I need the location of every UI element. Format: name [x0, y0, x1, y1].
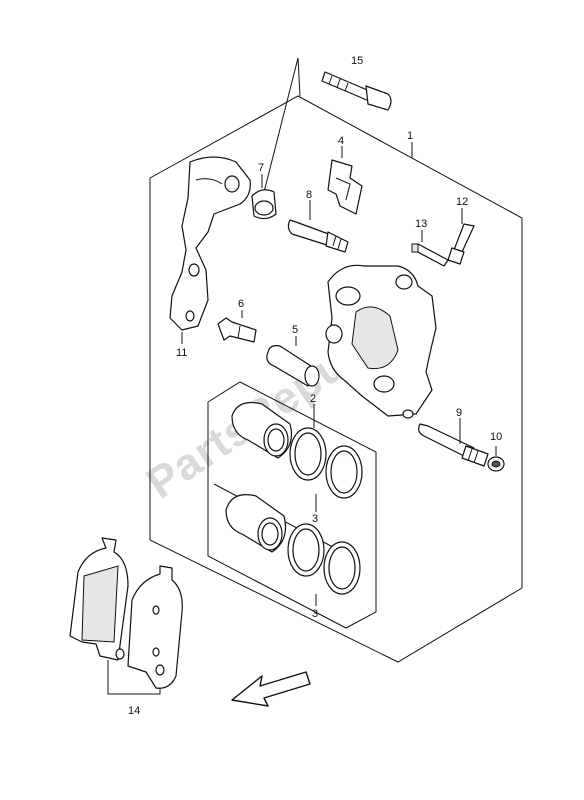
bleeder-12 — [447, 223, 475, 265]
callout-14: 14 — [128, 705, 140, 717]
leader-14 — [107, 660, 161, 695]
callout-8: 8 — [306, 189, 312, 201]
callout-7: 7 — [258, 162, 264, 174]
callout-4: 4 — [338, 135, 344, 147]
seal-lower-b — [323, 541, 361, 595]
callout-3a: 3 — [312, 513, 318, 525]
callout-15: 15 — [351, 55, 363, 67]
spring-plate-4 — [327, 159, 363, 215]
seal-lower-a — [287, 523, 325, 577]
pin-9 — [418, 423, 489, 467]
arrow-front-icon — [231, 671, 311, 707]
piston-upper — [231, 401, 293, 459]
callout-13: 13 — [415, 218, 427, 230]
sleeve-5 — [266, 345, 320, 387]
brake-pad-left — [69, 537, 129, 661]
cap-10 — [487, 456, 505, 472]
callout-9: 9 — [456, 407, 462, 419]
callout-2: 2 — [310, 393, 316, 405]
callout-5: 5 — [292, 324, 298, 336]
piston-lower — [225, 494, 287, 553]
callout-11: 11 — [176, 347, 187, 359]
pin-8 — [287, 219, 349, 253]
seal-upper-a — [289, 427, 327, 481]
callout-10: 10 — [490, 431, 502, 443]
seal-upper-b — [325, 445, 363, 499]
callout-1: 1 — [407, 130, 413, 142]
pin-6 — [217, 317, 257, 343]
seal-kit-frame — [207, 381, 377, 629]
callout-3b: 3 — [312, 608, 318, 620]
bolt-15 — [321, 71, 392, 111]
callout-6: 6 — [238, 298, 244, 310]
boot-7 — [251, 189, 277, 220]
leader-15 — [261, 57, 301, 201]
brake-pad-right — [127, 565, 183, 689]
assembly-frame — [149, 95, 523, 663]
callout-12: 12 — [456, 196, 468, 208]
bracket-11 — [169, 156, 251, 331]
cap-13 — [411, 243, 449, 267]
caliper-body-1 — [325, 264, 437, 419]
